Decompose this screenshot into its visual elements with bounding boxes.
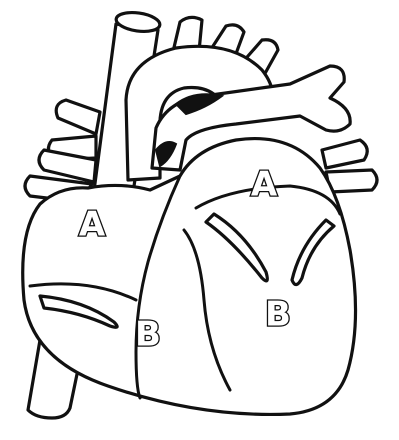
pulmonary-vein-right-upper <box>322 140 367 168</box>
label-upper-right: A <box>251 165 278 205</box>
label-lower-right: B <box>265 295 291 335</box>
pulmonary-vein-left-upper <box>56 100 100 134</box>
pulmonary-vein-right-lower <box>326 170 377 192</box>
label-upper-left: A <box>79 205 106 245</box>
label-lower-left: B <box>135 315 161 355</box>
